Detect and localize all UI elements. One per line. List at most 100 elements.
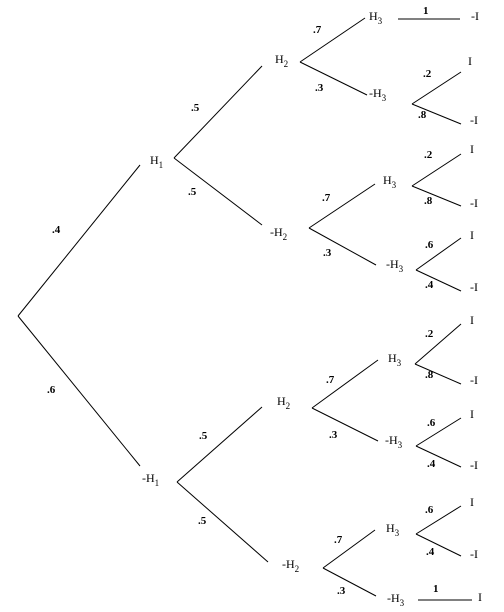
branch-c3n <box>311 407 379 442</box>
branch-l8 <box>414 323 462 365</box>
branch-h1h2 <box>173 65 263 159</box>
node-base-l6: I <box>470 228 474 242</box>
node-base-l7: -I <box>470 280 478 294</box>
branch-l2 <box>411 71 462 105</box>
branch-l10 <box>415 417 462 447</box>
probability-label-l11: .4 <box>427 458 436 470</box>
node-label-b3: H3 <box>383 173 397 190</box>
probability-label-c3n: .3 <box>329 429 338 441</box>
probability-label-a3: .7 <box>313 24 322 36</box>
node-base-l13: -I <box>470 547 478 561</box>
node-label-l8: I <box>470 313 474 327</box>
probability-label-l3: .8 <box>418 109 427 121</box>
probability-label-l5: .8 <box>424 195 433 207</box>
node-label-l4: I <box>470 142 474 156</box>
branch-nh1nh2 <box>176 481 269 563</box>
probability-label-l4: .2 <box>424 149 433 161</box>
branch-b3 <box>308 183 376 229</box>
node-label-h1nh2: -H2 <box>270 225 287 242</box>
node-base-nh1nh2: -H <box>282 557 295 571</box>
node-base-l11: -I <box>470 458 478 472</box>
node-subscript-h1: 1 <box>159 160 164 170</box>
node-label-h1h2: H2 <box>275 52 288 69</box>
branch-nh1 <box>17 315 141 467</box>
node-subscript-d3: 3 <box>395 528 400 538</box>
node-base-l3: -I <box>470 113 478 127</box>
probability-label-b3: .7 <box>322 192 331 204</box>
node-label-l1: -I <box>471 9 479 23</box>
node-subscript-h1h2: 2 <box>284 59 289 69</box>
node-subscript-b3n: 3 <box>399 264 404 274</box>
node-subscript-d3n: 3 <box>400 598 405 608</box>
branch-a3n <box>299 61 368 96</box>
node-base-l2: I <box>468 54 472 68</box>
node-label-h1: H1 <box>150 153 163 170</box>
branch-l11 <box>415 445 462 468</box>
probability-label-h1h2: .5 <box>191 102 200 114</box>
node-base-h1h2: H <box>275 52 284 66</box>
probability-label-d3n: .3 <box>337 585 346 597</box>
node-base-b3n: -H <box>386 257 399 271</box>
node-label-a3n: -H3 <box>369 86 387 103</box>
node-label-l9: -I <box>470 373 478 387</box>
node-label-l12: I <box>470 495 474 509</box>
node-subscript-c3n: 3 <box>398 440 403 450</box>
branch-l7 <box>415 269 462 292</box>
probability-label-h1nh2: .5 <box>188 186 197 198</box>
node-subscript-h1nh2: 2 <box>283 232 288 242</box>
node-label-nh1h2: H2 <box>277 394 290 411</box>
node-base-h1nh2: -H <box>270 225 283 239</box>
node-base-a3n: -H <box>369 86 382 100</box>
branch-d3n <box>322 567 377 597</box>
probability-label-c3: .7 <box>326 374 335 386</box>
node-label-nh1: -H1 <box>142 471 159 488</box>
node-base-nh1: -H <box>142 471 155 485</box>
node-base-l10: I <box>470 407 474 421</box>
node-label-a3: H3 <box>369 9 383 26</box>
branch-l5 <box>411 185 462 207</box>
node-label-d3n: -H3 <box>387 591 405 608</box>
node-base-l9: -I <box>470 373 478 387</box>
node-subscript-b3: 3 <box>392 180 397 190</box>
branch-h1 <box>17 164 141 317</box>
probability-label-l2: .2 <box>423 68 432 80</box>
node-base-l8: I <box>470 313 474 327</box>
node-subscript-nh1: 1 <box>155 478 160 488</box>
node-label-c3: H3 <box>388 351 402 368</box>
branch-b3n <box>308 227 377 266</box>
node-base-l12: I <box>470 495 474 509</box>
node-label-c3n: -H3 <box>385 433 403 450</box>
node-label-l11: -I <box>470 458 478 472</box>
branch-l3 <box>411 103 462 125</box>
probability-label-l14: 1 <box>433 583 439 595</box>
node-base-a3: H <box>369 9 378 23</box>
node-base-l4: I <box>470 142 474 156</box>
branch-d3 <box>322 529 376 569</box>
node-base-b3: H <box>383 173 392 187</box>
probability-label-l7: .4 <box>425 279 434 291</box>
node-base-l5: -I <box>470 196 478 210</box>
branch-l6 <box>415 237 462 271</box>
node-base-h1: H <box>150 153 159 167</box>
branch-a3 <box>299 17 366 63</box>
node-label-l7: -I <box>470 280 478 294</box>
node-subscript-nh1nh2: 2 <box>295 564 300 574</box>
probability-label-l10: .6 <box>427 417 436 429</box>
node-base-l14: I <box>478 590 482 604</box>
branch-l13 <box>415 533 462 557</box>
node-base-l1: -I <box>471 9 479 23</box>
probability-label-l12: .6 <box>425 504 434 516</box>
probability-label-a3n: .3 <box>315 82 324 94</box>
node-label-l6: I <box>470 228 474 242</box>
branch-l12 <box>415 505 462 535</box>
probability-label-d3: .7 <box>334 534 343 546</box>
node-subscript-a3n: 3 <box>382 93 387 103</box>
node-label-nh1nh2: -H2 <box>282 557 299 574</box>
probability-label-l8: .2 <box>425 328 434 340</box>
probability-label-h1: .4 <box>52 224 61 236</box>
branch-l9 <box>414 363 462 385</box>
node-base-nh1h2: H <box>277 394 286 408</box>
probability-label-nh1nh2: .5 <box>198 515 207 527</box>
probability-label-l6: .6 <box>425 239 434 251</box>
